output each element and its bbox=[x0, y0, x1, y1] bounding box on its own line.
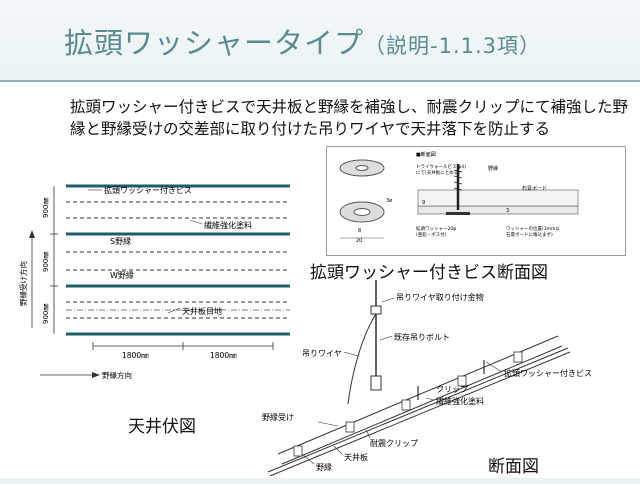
label-board: 天井板 bbox=[344, 452, 368, 462]
label-w-nobuchi: W野縁 bbox=[110, 270, 134, 280]
label-screw: 拡頭ワッシャー付きビス bbox=[104, 185, 192, 195]
dim-3: 3 bbox=[506, 208, 509, 214]
inset-label-washer-note: ワッシャーの位置(3mm以 bbox=[506, 225, 560, 232]
title-sub: （説明-1.1.3項） bbox=[364, 34, 542, 58]
dim-20: 20 bbox=[356, 238, 362, 244]
screw-detail-inset: 3ø 8 20 ■断面図 ドライウォールビス(φ4) にて(天井板にとめる) 野… bbox=[326, 146, 626, 256]
dim-3a: 3ø bbox=[386, 198, 392, 204]
inset-caption: 拡頭ワッシャー付きビス断面図 bbox=[310, 263, 548, 283]
washer-bottom-hole bbox=[353, 208, 371, 216]
label-hanger-fitting: 吊りワイヤ取り付け金物 bbox=[396, 292, 484, 302]
inset-note-1: ドライウォールビス(φ4) bbox=[416, 163, 466, 170]
label-seismic-clip: 耐震クリップ bbox=[370, 438, 418, 448]
hanger-fitting-icon bbox=[370, 305, 382, 315]
plan-caption: 天井伏図 bbox=[128, 417, 196, 437]
h-arrow-head bbox=[92, 372, 100, 378]
h-direction-label: 野縁方向 bbox=[102, 370, 132, 380]
inset-label-washer-2: (亜鉛・ボス付) bbox=[416, 231, 447, 238]
ceiling-board-bottom bbox=[269, 351, 571, 476]
ceiling-board-top bbox=[267, 347, 569, 473]
nobuchi-clip-3 bbox=[401, 399, 411, 411]
inset-note-2: にて(天井板にとめる) bbox=[416, 169, 460, 176]
inset-label-nobuchi: 野縁 bbox=[488, 165, 498, 172]
dim-900-top: 900㎜ bbox=[42, 198, 50, 218]
inset-label-board: 石膏ボード bbox=[522, 185, 547, 192]
label-nobuchi: 野縁 bbox=[316, 462, 332, 472]
label-clip: クリップ bbox=[436, 385, 468, 394]
dim-9: 9 bbox=[422, 200, 425, 206]
label-receiver: 野縁受け bbox=[262, 412, 294, 422]
nobuchi-clip-2 bbox=[345, 421, 355, 433]
v-arrow-head bbox=[29, 230, 35, 238]
dim-8: 8 bbox=[358, 228, 361, 234]
nobuchi-clip-1 bbox=[293, 445, 303, 457]
label-wire: 吊りワイヤ bbox=[302, 349, 342, 358]
label-s-nobuchi: S野縁 bbox=[110, 236, 131, 246]
inset-label-washer-note-2: 石膏ボードに喰込まず) bbox=[506, 231, 553, 238]
inset-header: ■断面図 bbox=[416, 151, 436, 158]
leader-joint bbox=[167, 307, 181, 314]
nobuchi-clip-5 bbox=[513, 351, 523, 363]
label-section-fiber: 繊維強化塗料 bbox=[436, 396, 484, 406]
hanger-wire-shape bbox=[347, 313, 377, 405]
title-divider bbox=[0, 80, 640, 82]
bottom-bar bbox=[0, 478, 640, 484]
washer-top-hole bbox=[355, 165, 369, 171]
section-caption: 断面図 bbox=[488, 457, 539, 477]
leader-fiber bbox=[189, 219, 203, 225]
slide-title: 拡頭ワッシャータイプ（説明-1.1.3項） bbox=[64, 20, 541, 62]
dim-900-mid: 900㎜ bbox=[42, 252, 50, 272]
bolt-clip-icon bbox=[370, 375, 382, 391]
dim-1800-right: 1800㎜ bbox=[210, 351, 237, 360]
description-text: 拡頭ワッシャー付きビスで天井板と野縁を補強し、耐震クリップにて補強した野縁と野縁… bbox=[70, 98, 629, 138]
inset-label-washer: 拡頭ワッシャー20φ bbox=[416, 225, 456, 232]
section-diagram: 吊りワイヤ取り付け金物 既存吊りボルト 吊りワイヤ 拡頭ワッシャー付きビス クリ… bbox=[262, 280, 592, 476]
label-joint: 天井板目地 bbox=[182, 306, 222, 316]
ceiling-plan-diagram: 900㎜ 900㎜ 900㎜ 野縁受け方向 1800㎜ 1800㎜ 野縁方向 拡… bbox=[18, 184, 290, 380]
dim-1800-left: 1800㎜ bbox=[122, 351, 149, 360]
gypsum-board-shape bbox=[417, 205, 579, 215]
nobuchi-clip-4 bbox=[457, 375, 467, 387]
receiver-beam-bottom bbox=[281, 345, 563, 465]
nobuchi-shape bbox=[417, 189, 579, 207]
washer-section-icon bbox=[446, 212, 470, 215]
label-fiber: 繊維強化塗料 bbox=[204, 220, 252, 230]
title-bar bbox=[0, 0, 640, 80]
dim-900-bot: 900㎜ bbox=[42, 304, 50, 324]
title-main: 拡頭ワッシャータイプ bbox=[64, 26, 365, 60]
label-existing-bolt: 既存吊りボルト bbox=[394, 332, 450, 342]
v-direction-label: 野縁受け方向 bbox=[18, 261, 28, 306]
label-section-screw: 拡頭ワッシャー付きビス bbox=[504, 368, 592, 378]
